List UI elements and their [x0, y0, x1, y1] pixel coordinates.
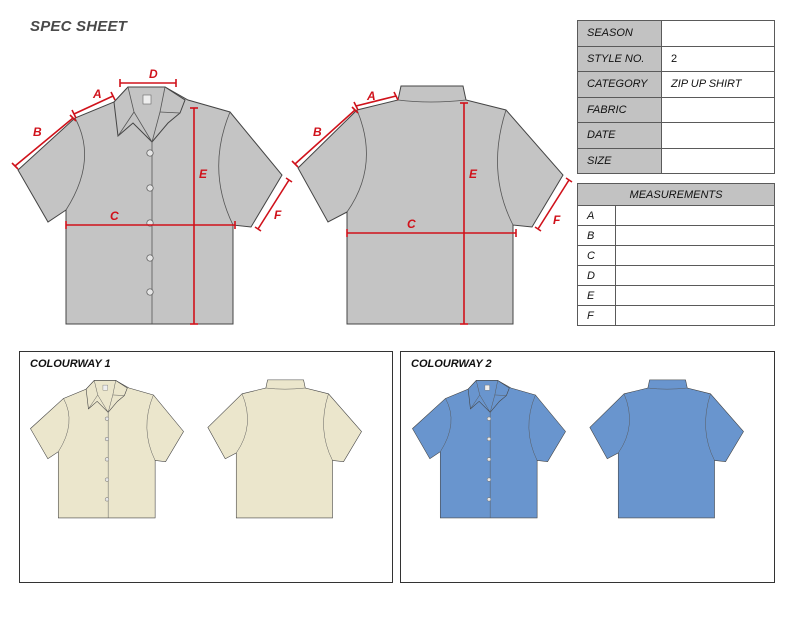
measurement-value[interactable] [615, 225, 775, 246]
measurement-row: B [577, 225, 775, 246]
front-dimension-lines [11, 79, 293, 325]
measurement-value[interactable] [615, 305, 775, 326]
spec-label: CATEGORY [577, 71, 662, 98]
spec-row: STYLE NO.2 [577, 45, 775, 72]
page-title: SPEC SHEET [30, 18, 128, 35]
spec-value[interactable]: ZIP UP SHIRT [661, 71, 775, 98]
dim-label-c-back: C [407, 217, 416, 231]
spec-row: SEASON [577, 20, 775, 47]
dim-label-d-front: D [149, 67, 158, 81]
colourway-2-label: COLOURWAY 2 [411, 358, 492, 370]
dim-label-a-front: A [92, 87, 102, 101]
spec-label: STYLE NO. [577, 45, 662, 72]
shirt-front-sketch [17, 86, 283, 325]
spec-row: FABRIC [577, 96, 775, 123]
spec-value[interactable] [661, 96, 775, 123]
spec-value[interactable] [661, 20, 775, 47]
back-dimension-lines [291, 91, 573, 325]
spec-value[interactable]: 2 [661, 45, 775, 72]
spec-label: SEASON [577, 20, 662, 47]
dim-label-e-back: E [469, 167, 478, 181]
spec-label: SIZE [577, 147, 662, 174]
dim-label-a-back: A [366, 89, 376, 103]
measurement-key: A [577, 205, 616, 226]
measurement-key: C [577, 245, 616, 266]
dim-label-c-front: C [110, 209, 119, 223]
measurement-key: E [577, 285, 616, 306]
measurement-key: F [577, 305, 616, 326]
measurement-row: E [577, 285, 775, 306]
measurement-value[interactable] [615, 265, 775, 286]
shirt-back-sketch [297, 85, 564, 325]
measurement-value[interactable] [615, 205, 775, 226]
spec-label: FABRIC [577, 96, 662, 123]
measurement-key: B [577, 225, 616, 246]
measurement-row: C [577, 245, 775, 266]
measurement-row: A [577, 205, 775, 226]
measurement-row: D [577, 265, 775, 286]
spec-value[interactable] [661, 122, 775, 149]
colourway-2-panel: COLOURWAY 2 [400, 351, 775, 583]
spec-value[interactable] [661, 147, 775, 174]
spec-label: DATE [577, 122, 662, 149]
dim-label-b-front: B [33, 125, 42, 139]
measurement-row: F [577, 305, 775, 326]
dim-label-f-back: F [553, 213, 561, 227]
spec-row: DATE [577, 122, 775, 149]
dim-label-e-front: E [199, 167, 208, 181]
measurements-title: MEASUREMENTS [577, 183, 775, 206]
measurement-value[interactable] [615, 245, 775, 266]
measurement-value[interactable] [615, 285, 775, 306]
dim-label-f-front: F [274, 208, 282, 222]
colourway-1-panel: COLOURWAY 1 [19, 351, 393, 583]
dim-label-b-back: B [313, 125, 322, 139]
spec-row: SIZE [577, 147, 775, 174]
colourway-1-label: COLOURWAY 1 [30, 358, 111, 370]
measurement-key: D [577, 265, 616, 286]
